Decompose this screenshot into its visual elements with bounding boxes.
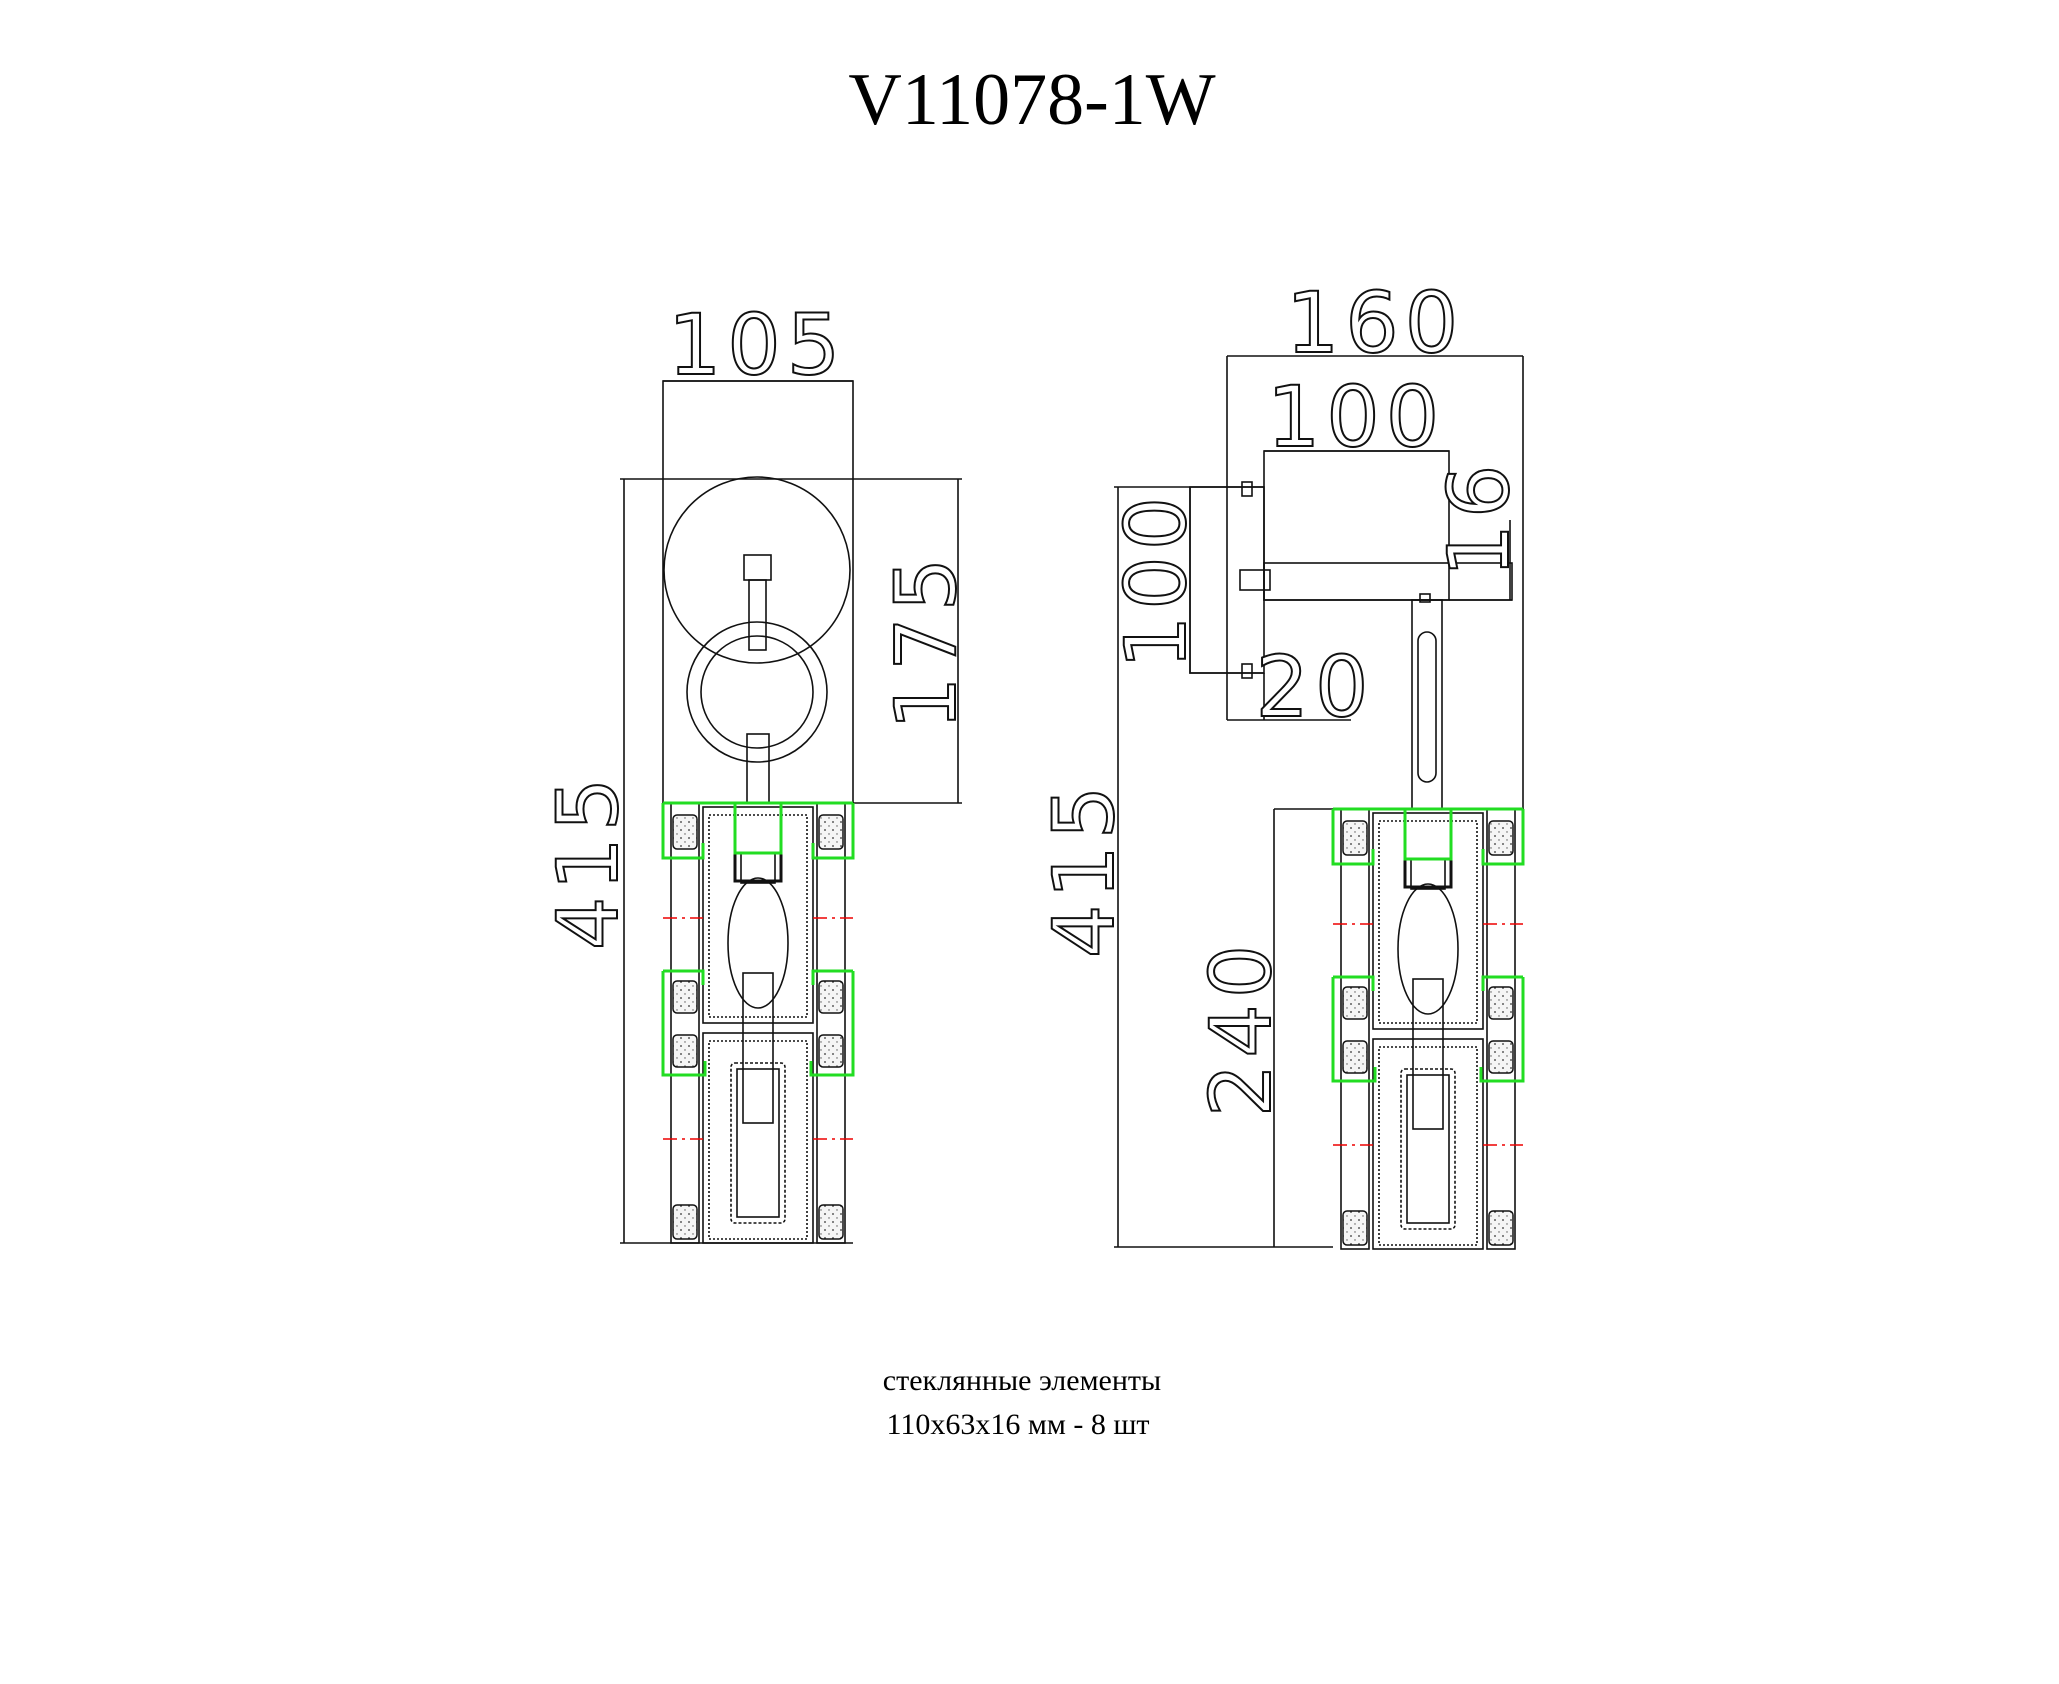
- backplate-outline: [662, 380, 854, 804]
- arm: [1263, 562, 1513, 601]
- wall-canopy: [663, 476, 851, 664]
- dim-height-415-side: 415: [1035, 780, 1133, 958]
- ring-outer: [686, 621, 828, 763]
- dim-width-105: 105: [668, 296, 846, 394]
- mount-box: [1263, 450, 1450, 601]
- glass-note-line1: стеклянные элементы: [883, 1364, 1161, 1397]
- dim-arm-16: 16: [1430, 459, 1528, 578]
- ring-inner: [700, 635, 814, 749]
- side-view: 160 100 100 16 20 415 240: [1034, 273, 1529, 1251]
- dimension-lines: [620, 380, 962, 1244]
- dim-plate-100: 100: [1107, 491, 1205, 669]
- lamp-body-front: [661, 801, 855, 1245]
- dim-height-175: 175: [877, 552, 975, 730]
- front-view: 105 175 415: [538, 295, 976, 1245]
- dim-depth-160: 160: [1286, 274, 1464, 372]
- lamp-body-side: [1331, 807, 1525, 1251]
- dim-box-100: 100: [1267, 368, 1445, 466]
- drawing-title: V11078-1W: [848, 59, 1215, 141]
- glass-note-line2: 110x63x16 мм - 8 шт: [886, 1408, 1149, 1441]
- dim-height-240: 240: [1192, 939, 1290, 1117]
- dim-plate-20: 20: [1256, 638, 1375, 736]
- dim-height-415-front: 415: [539, 772, 637, 950]
